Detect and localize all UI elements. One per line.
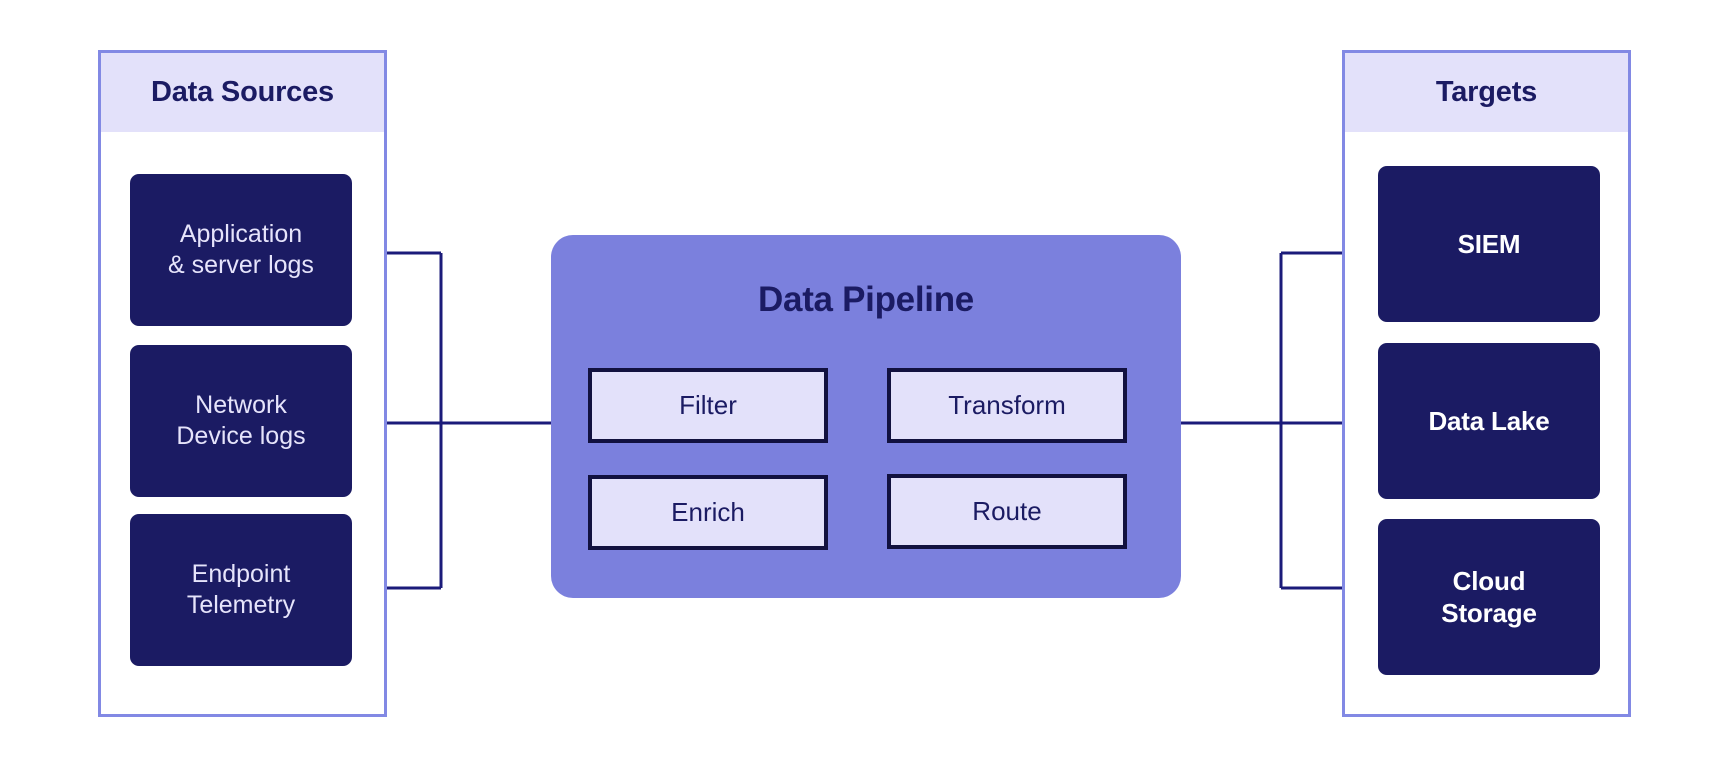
pipeline-stage-transform[interactable]: Transform: [887, 368, 1127, 443]
target-node-label: Data Lake: [1428, 405, 1550, 436]
target-node-cloud-storage[interactable]: Cloud Storage: [1378, 519, 1600, 675]
target-node-siem[interactable]: SIEM: [1378, 166, 1600, 322]
source-node-label: Endpoint Telemetry: [186, 559, 296, 619]
target-node-data-lake[interactable]: Data Lake: [1378, 343, 1600, 499]
pipeline-stage-label: Transform: [948, 390, 1066, 420]
pipeline-stage-filter[interactable]: Filter: [588, 368, 828, 443]
pipeline-stage-label: Route: [972, 496, 1042, 526]
target-node-label: SIEM: [1457, 228, 1521, 259]
data-sources-header: Data Sources: [101, 53, 384, 132]
targets-title: Targets: [1435, 76, 1538, 108]
targets-header: Targets: [1345, 53, 1628, 132]
source-node-network-device-logs[interactable]: Network Device logs: [130, 345, 352, 497]
source-node-application-server-logs[interactable]: Application & server logs: [130, 174, 352, 326]
pipeline-stage-label: Enrich: [671, 497, 745, 527]
data-pipeline-panel: Data Pipeline Filter Transform Enrich Ro…: [551, 235, 1181, 598]
source-node-label: Application & server logs: [168, 219, 314, 279]
target-node-label: Cloud Storage: [1441, 565, 1537, 629]
source-node-label: Network Device logs: [176, 390, 306, 450]
data-pipeline-title: Data Pipeline: [758, 280, 974, 319]
source-node-endpoint-telemetry[interactable]: Endpoint Telemetry: [130, 514, 352, 666]
pipeline-stage-enrich[interactable]: Enrich: [588, 475, 828, 550]
data-sources-title: Data Sources: [151, 76, 334, 108]
pipeline-stage-label: Filter: [679, 390, 737, 420]
pipeline-stage-route[interactable]: Route: [887, 474, 1127, 549]
